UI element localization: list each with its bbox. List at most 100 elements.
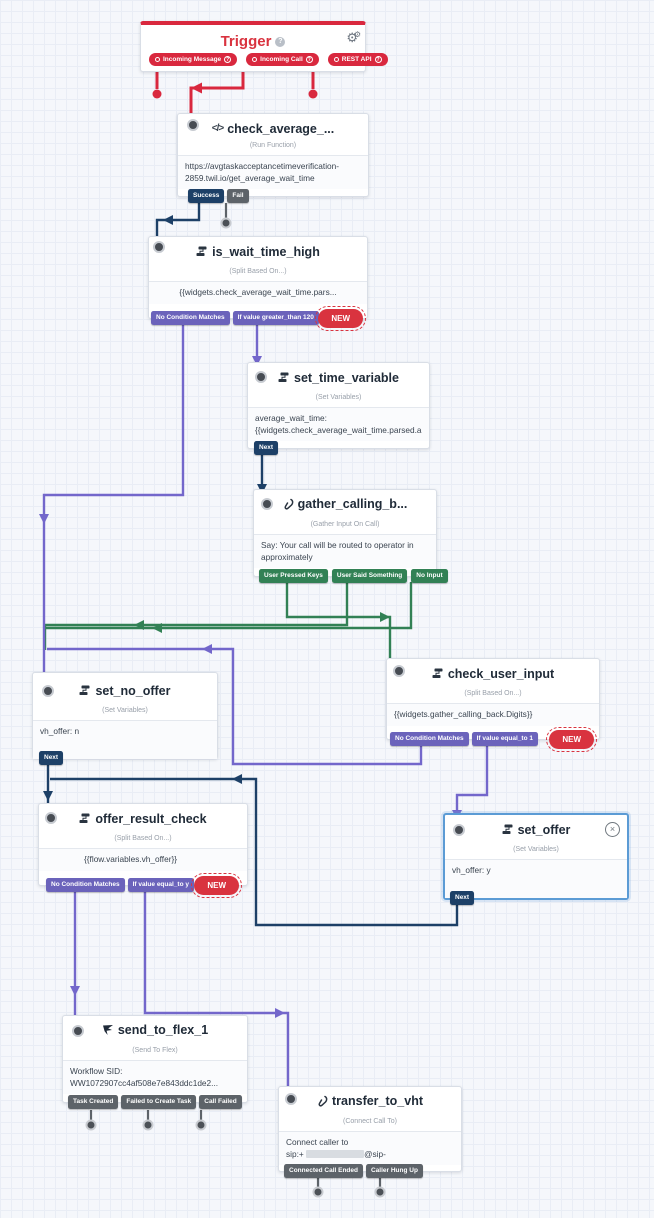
widget-type-label: (Set Variables) xyxy=(315,394,362,401)
trigger-incoming-message-button[interactable]: Incoming Message ? xyxy=(149,53,238,66)
widget-type-label: (Set Variables) xyxy=(102,707,148,714)
output-no-condition-matches[interactable]: No Condition Matches xyxy=(46,878,125,892)
widget-entry-dot[interactable] xyxy=(285,1093,297,1105)
green-arrowheads xyxy=(134,612,390,633)
help-icon[interactable]: ? xyxy=(275,36,286,47)
set-variables-icon xyxy=(278,372,289,382)
widget-title: send_to_flex_1 xyxy=(102,1023,208,1037)
trigger-incoming-call-button[interactable]: Incoming Call ? xyxy=(246,53,319,66)
widget-entry-dot[interactable] xyxy=(255,371,267,383)
output-connected-call-ended[interactable]: Connected Call Ended xyxy=(284,1164,363,1178)
widget-check-average-wait-time[interactable]: </> check_average_... (Run Function) htt… xyxy=(177,113,369,203)
call-failed-endpoint-dot xyxy=(195,1119,207,1131)
widget-body: average_wait_time: {{widgets.check_avera… xyxy=(248,407,429,442)
trigger-rest-api-button[interactable]: REST API ? xyxy=(327,53,388,66)
widget-entry-dot[interactable] xyxy=(393,665,405,677)
widget-set-time-variable[interactable]: set_time_variable (Set Variables) averag… xyxy=(247,362,430,455)
widget-trigger[interactable]: Trigger ? ⚙⚙ Incoming Message ? Incoming… xyxy=(140,21,388,72)
widget-title: is_wait_time_high xyxy=(196,245,320,259)
widget-is-wait-time-high[interactable]: is_wait_time_high (Split Based On...) {{… xyxy=(148,236,368,331)
trigger-title-row: Trigger ? xyxy=(141,25,365,50)
widget-title: offer_result_check xyxy=(79,812,207,826)
help-icon: ? xyxy=(374,56,382,63)
gray-endpoint-dots[interactable] xyxy=(85,217,386,1198)
output-if-value-equal-to-1[interactable]: If value equal_to 1 xyxy=(471,732,538,746)
output-call-failed[interactable]: Call Failed xyxy=(199,1095,242,1109)
widget-set-offer[interactable]: set_offer × (Set Variables) vh_offer: y … xyxy=(443,813,629,905)
new-transition-button[interactable]: NEW xyxy=(546,727,597,752)
widget-entry-dot[interactable] xyxy=(187,119,199,131)
widget-type-label: (Split Based On...) xyxy=(229,268,287,275)
output-task-created[interactable]: Task Created xyxy=(68,1095,119,1109)
gather-input-phone-icon xyxy=(284,498,293,510)
widget-send-to-flex-1[interactable]: send_to_flex_1 (Send To Flex) Workflow S… xyxy=(62,1015,248,1109)
widget-entry-dot[interactable] xyxy=(453,824,465,836)
failed-to-create-task-endpoint-dot xyxy=(142,1119,154,1131)
widget-type-label: (Split Based On...) xyxy=(114,835,172,842)
purple-connectors xyxy=(42,325,489,1093)
connected-call-ended-endpoint-dot xyxy=(312,1186,324,1198)
widget-title: </> check_average_... xyxy=(211,121,335,136)
widget-body: {{flow.variables.vh_offer}} xyxy=(39,848,247,871)
widget-title: set_no_offer xyxy=(79,684,171,698)
widget-entry-dot[interactable] xyxy=(72,1025,84,1037)
widget-body: {{widgets.check_average_wait_time.pars..… xyxy=(149,281,367,304)
widget-body: Connect caller to sip:+ @sip- xyxy=(279,1131,461,1166)
widget-gather-calling-back[interactable]: gather_calling_b... (Gather Input On Cal… xyxy=(253,489,448,583)
split-icon xyxy=(79,813,90,823)
close-icon[interactable]: × xyxy=(605,822,620,837)
output-next[interactable]: Next xyxy=(450,891,475,905)
widget-title: gather_calling_b... xyxy=(283,497,407,511)
output-success[interactable]: Success xyxy=(188,189,225,203)
connection-ring-icon xyxy=(155,57,160,62)
widget-body: https://avgtaskacceptancetimeverificatio… xyxy=(178,155,368,190)
new-transition-button[interactable]: NEW xyxy=(191,873,242,898)
output-if-value-equal-to-y[interactable]: If value equal_to y xyxy=(127,878,194,892)
split-icon xyxy=(196,246,207,256)
widget-entry-dot[interactable] xyxy=(153,241,165,253)
widget-offer-result-check[interactable]: offer_result_check (Split Based On...) {… xyxy=(38,803,248,898)
widget-body: vh_offer: y xyxy=(445,859,627,898)
widget-transfer-to-vht[interactable]: transfer_to_vht (Connect Call To) Connec… xyxy=(278,1086,462,1178)
widget-title: check_user_input xyxy=(432,667,554,681)
widget-entry-dot[interactable] xyxy=(45,812,57,824)
red-arrowheads xyxy=(191,82,202,94)
redacted-phone-number xyxy=(306,1150,365,1159)
widget-entry-dot[interactable] xyxy=(261,498,273,510)
widget-type-label: (Run Function) xyxy=(249,142,297,149)
widget-set-no-offer[interactable]: set_no_offer (Set Variables) vh_offer: n… xyxy=(32,672,218,765)
rest-api-endpoint-dot[interactable] xyxy=(308,89,318,99)
widget-type-label: (Connect Call To) xyxy=(343,1118,397,1125)
output-no-condition-matches[interactable]: No Condition Matches xyxy=(151,311,230,325)
output-no-condition-matches[interactable]: No Condition Matches xyxy=(390,732,469,746)
help-icon: ? xyxy=(305,56,313,63)
output-next[interactable]: Next xyxy=(254,441,279,455)
output-no-input[interactable]: No Input xyxy=(411,569,448,583)
output-caller-hung-up[interactable]: Caller Hung Up xyxy=(365,1164,423,1178)
widget-body: {{widgets.gather_calling_back.Digits}} xyxy=(387,703,599,726)
connection-ring-icon xyxy=(333,57,339,62)
output-failed-to-create-task[interactable]: Failed to Create Task xyxy=(121,1095,197,1109)
widget-type-label: (Set Variables) xyxy=(513,846,559,853)
help-icon: ? xyxy=(224,56,232,63)
run-function-icon: </> xyxy=(211,123,225,134)
widget-body: Say: Your call will be routed to operato… xyxy=(254,534,436,569)
widget-title: transfer_to_vht xyxy=(317,1094,423,1108)
widget-title: set_time_variable xyxy=(278,371,399,385)
output-next[interactable]: Next xyxy=(39,751,64,765)
incoming-message-endpoint-dot[interactable] xyxy=(152,89,162,99)
output-if-value-greater-than-120[interactable]: If value greater_than 120 xyxy=(232,311,319,325)
widget-entry-dot[interactable] xyxy=(42,685,54,697)
trigger-title: Trigger xyxy=(220,33,272,50)
gear-icon[interactable]: ⚙⚙ xyxy=(346,30,361,45)
set-variables-icon xyxy=(502,824,513,834)
flex-icon xyxy=(102,1025,113,1035)
output-fail[interactable]: Fail xyxy=(227,189,249,203)
widget-check-user-input[interactable]: check_user_input (Split Based On...) {{w… xyxy=(386,658,600,752)
widget-type-label: (Send To Flex) xyxy=(132,1047,178,1054)
output-user-said-something[interactable]: User Said Something xyxy=(331,569,408,583)
new-transition-button[interactable]: NEW xyxy=(315,306,366,331)
output-user-pressed-keys[interactable]: User Pressed Keys xyxy=(259,569,328,583)
widget-title: set_offer xyxy=(502,823,570,837)
